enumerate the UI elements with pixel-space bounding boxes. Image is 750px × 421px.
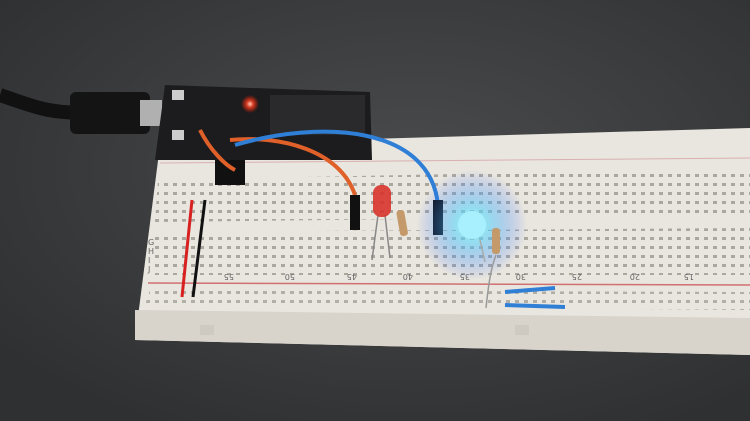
usb-cable [0,88,162,134]
svg-text:55: 55 [224,272,234,281]
esp32-board [155,85,372,185]
row-letters: G H I J [147,238,154,274]
svg-text:15: 15 [684,272,694,281]
svg-text:25: 25 [572,272,582,281]
svg-text:45: 45 [347,272,357,281]
svg-text:30: 30 [516,272,526,281]
red-led [371,185,408,261]
svg-text:J: J [147,265,150,274]
svg-text:40: 40 [403,272,413,281]
svg-text:I: I [148,256,150,265]
svg-text:20: 20 [630,272,640,281]
svg-text:H: H [148,247,154,256]
svg-text:G: G [148,238,154,247]
blue-led [417,170,527,309]
svg-text:50: 50 [285,272,295,281]
